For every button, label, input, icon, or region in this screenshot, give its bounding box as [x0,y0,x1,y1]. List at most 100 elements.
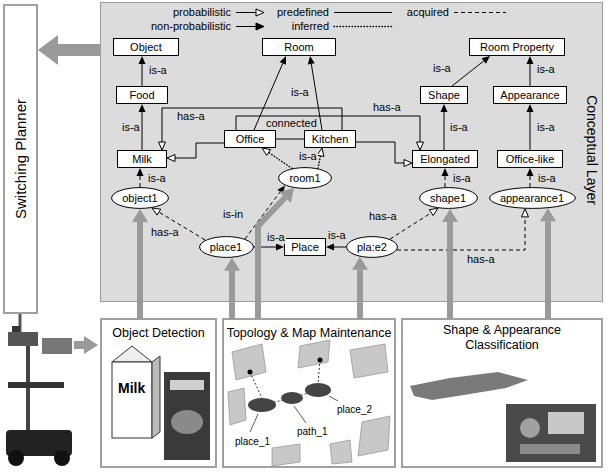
image-label: place_2 [336,404,373,416]
arrow-head [527,104,534,112]
legend-sample [334,12,392,13]
node-label: pla:e2 [357,241,387,254]
module-box: Object Detection [100,318,217,468]
edge-label: has-a [372,101,402,114]
edge-label: is-a [449,121,469,134]
arrow-head [352,257,368,270]
cereal-box [164,372,210,460]
topology-map [330,440,352,464]
topology-map [305,383,331,397]
robot-photo [8,332,38,346]
legend-sample [454,12,506,13]
arrow-head [276,244,284,251]
data-flow-arrow [352,257,368,318]
node-label: Object Detection [112,326,204,341]
data-flow-arrow [38,35,100,65]
conceptual-layer-panel: Conceptual LayerObjectRoomRoom PropertyF… [100,2,603,302]
instance-ellipse: place1 [199,236,254,258]
edge-label: is-a [147,172,167,185]
arrow-head [522,209,529,217]
concept-box: Room [262,38,336,56]
planner-box: Switching Planner [3,4,38,314]
connector-line [140,176,141,187]
cereal-box [164,372,210,460]
appearance-photo [520,444,580,454]
arrow-head [527,168,534,176]
robot-photo [6,314,72,466]
topology-map [329,396,338,401]
relation-arrow [356,142,412,167]
arrow-head [280,56,286,65]
arrow-head [429,208,438,215]
edge-label: is-a [537,172,557,185]
node-label: Appearance [500,89,559,102]
edge-label: is-a [298,150,318,163]
concept-box: Shape [420,86,468,104]
arrow-head [139,56,146,64]
topology-map [294,406,306,423]
relation-arrow [527,168,534,187]
connector-line [397,217,525,250]
milk-carton [112,346,160,438]
edge-label: is-a [121,121,141,134]
appearance-photo [506,404,596,462]
node-label: Food [129,89,154,102]
module-box: Shape & Appearance Classification [401,318,603,468]
edge-label: has-a [176,110,206,123]
topology-map [228,388,246,425]
concept-box: Object [113,38,179,56]
topology-map [248,358,323,375]
node-label: room1 [289,172,320,185]
topology-map [248,370,253,375]
node-label: place1 [210,241,242,254]
topology-map [248,398,276,412]
edge-label: is-a [432,62,452,75]
topology-map [250,372,262,398]
connector-line [318,156,321,169]
legend-text: non-probabilistic [150,20,232,33]
sensor-arrow [84,336,98,354]
edge-label: is-a [148,64,168,77]
connector-line [58,44,100,56]
topology-map [228,340,390,466]
edge-label: is-a [266,231,286,244]
edge-label: connected [265,117,318,130]
topology-map [248,383,331,412]
edge-label: is-a [536,121,556,134]
shape-figure [410,372,528,400]
legend-sample [236,12,256,13]
relation-arrow [137,168,144,187]
topology-map [298,340,330,368]
robot-photo [42,338,72,354]
sensor-arrow [74,336,98,354]
arrow-head [308,56,315,65]
node-label: Place [291,241,319,254]
legend-text: acquired [406,6,450,19]
edge-label: is-a [290,86,310,99]
topology-map [318,360,320,384]
topology-map [250,414,258,432]
relation-arrow [527,104,534,150]
node-label: Conceptual Layer [583,95,600,205]
concept-box: Office-like [497,150,563,168]
ellipse-outline [347,237,398,258]
legend-text: probabilistic [172,6,232,19]
arrow-head [279,188,294,203]
cereal-box [170,380,204,390]
relation-arrow [167,143,224,162]
connector-line [137,222,143,318]
arrow-head [139,104,146,112]
cereal-box [171,410,203,434]
relation-arrow [397,209,529,250]
connector-line [447,222,453,318]
connector-line [530,176,531,187]
relation-arrow [326,244,346,251]
robot-photo [8,382,64,388]
topology-map [228,340,390,466]
ellipse-outline [112,188,169,209]
relation-arrow [442,168,449,187]
connector-line [444,112,445,150]
robot-photo [54,450,70,466]
connector-line [530,112,531,150]
